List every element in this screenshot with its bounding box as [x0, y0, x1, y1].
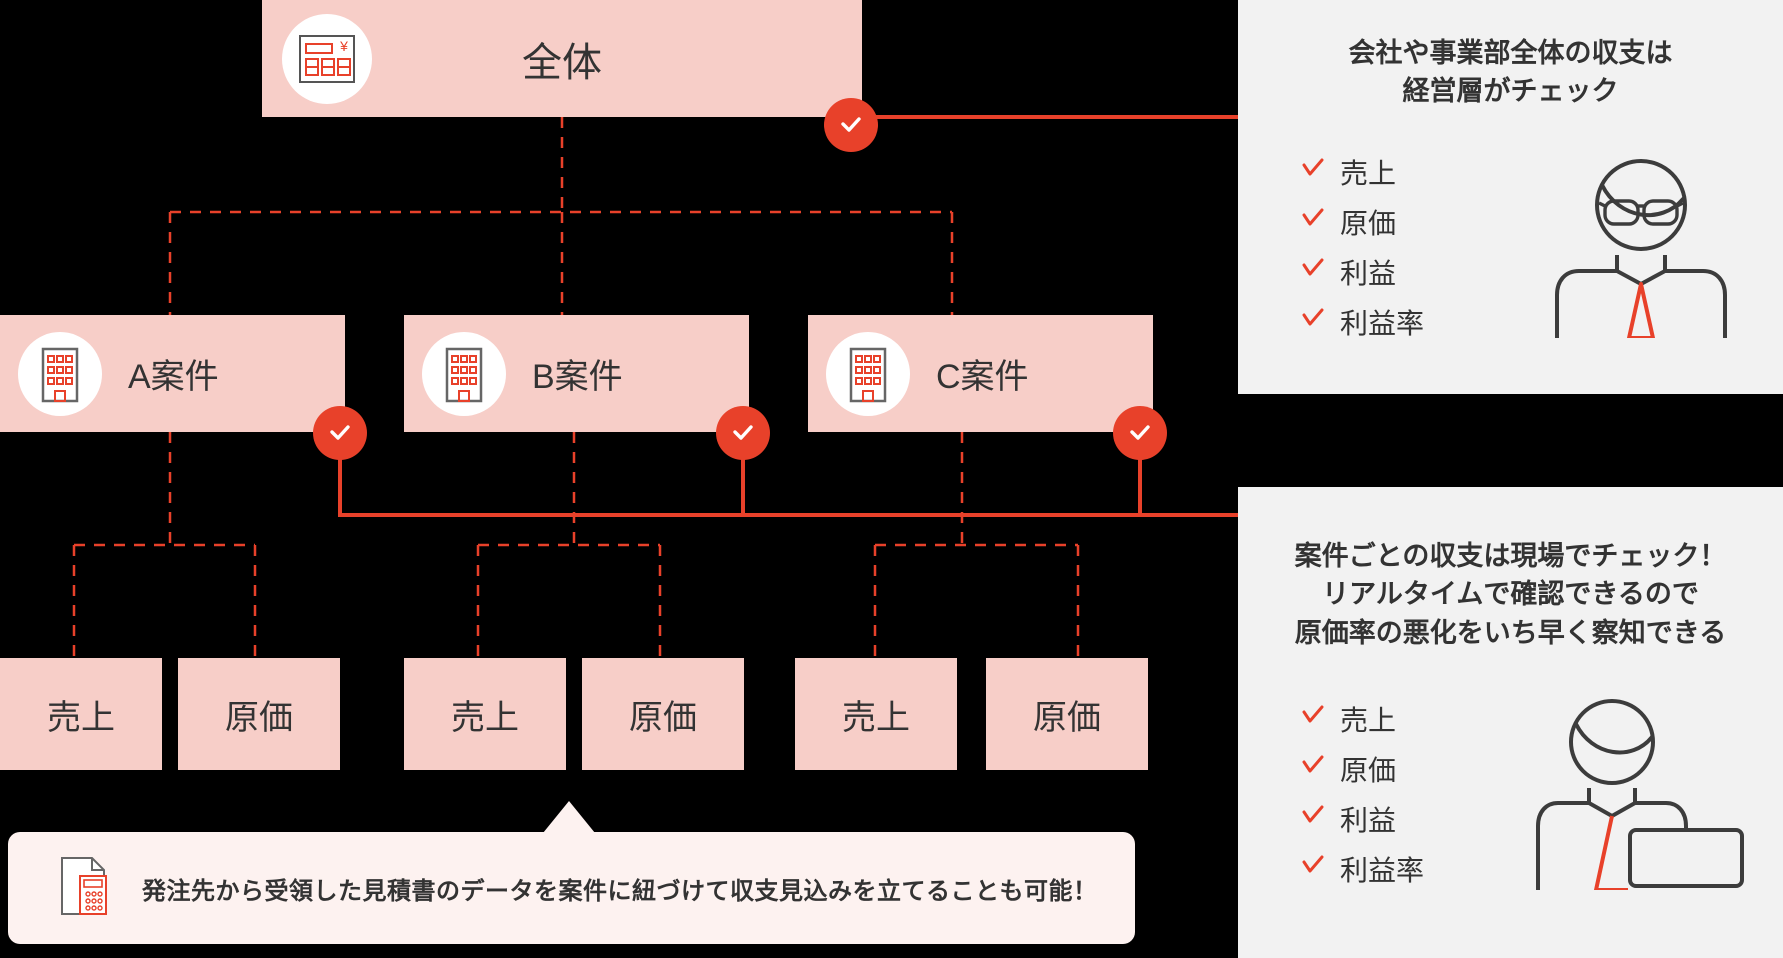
node-case-c-label: C案件: [936, 358, 1029, 396]
node-overall[interactable]: ¥ 全体: [262, 0, 862, 117]
check-badge-case-b[interactable]: [716, 406, 770, 460]
panel-executive-heading: 会社や事業部全体の収支は 経営層がチェック: [1238, 34, 1783, 111]
list-item: 利益率: [1300, 297, 1424, 347]
panel-field-body: 売上 原価 利益 利益: [1238, 690, 1783, 895]
list-item-label: 原価: [1340, 754, 1397, 786]
node-case-c[interactable]: C案件: [808, 315, 1153, 432]
panel-field: 案件ごとの収支は現場でチェック！ リアルタイムで確認できるので 原価率の悪化をい…: [1238, 487, 1783, 958]
check-badge-case-a[interactable]: [313, 406, 367, 460]
node-leaf-label: 原価: [629, 698, 697, 737]
check-icon: [1300, 255, 1326, 288]
list-item-label: 利益率: [1340, 854, 1425, 886]
node-case-b-label: B案件: [532, 358, 623, 396]
panel-field-heading-line1: 案件ごとの収支は現場でチェック！: [1294, 541, 1727, 571]
panel-executive-heading-line2: 経営層がチェック: [1402, 76, 1619, 107]
estimate-callout: 発注先から受領した見積書のデータを案件に紐づけて収支見込みを立てることも可能！: [8, 832, 1135, 944]
node-leaf-cost-b[interactable]: 原価: [582, 658, 744, 770]
check-badge-root[interactable]: [824, 98, 878, 152]
node-leaf-sales-a[interactable]: 売上: [0, 658, 162, 770]
worker-laptop-person-icon: [1534, 690, 1749, 895]
node-case-a[interactable]: A案件: [0, 315, 345, 432]
node-leaf-label: 原価: [225, 698, 293, 737]
check-icon: [1300, 305, 1326, 338]
check-icon: [1300, 205, 1326, 238]
node-leaf-cost-c[interactable]: 原価: [986, 658, 1148, 770]
panel-executive: 会社や事業部全体の収支は 経営層がチェック 売上 原価: [1238, 0, 1783, 394]
callout-arrow: [543, 801, 595, 833]
list-item: 売上: [1300, 147, 1424, 197]
panel-executive-heading-line1: 会社や事業部全体の収支は: [1348, 38, 1673, 68]
check-icon: [1300, 702, 1326, 735]
building-icon: [826, 331, 910, 416]
list-item: 原価: [1300, 744, 1424, 794]
building-icon: [18, 331, 102, 416]
quote-document-icon: [54, 854, 114, 923]
ledger-yen-icon: ¥: [282, 14, 372, 104]
executive-check-list: 売上 原価 利益 利益: [1300, 147, 1424, 347]
panel-executive-body: 売上 原価 利益 利益: [1238, 143, 1783, 347]
callout-text: 発注先から受領した見積書のデータを案件に紐づけて収支見込みを立てることも可能！: [142, 877, 1098, 905]
field-check-list: 売上 原価 利益 利益: [1300, 694, 1424, 894]
list-item: 利益率: [1300, 844, 1424, 894]
list-item: 利益: [1300, 247, 1424, 297]
list-item-label: 利益: [1340, 257, 1397, 289]
list-item-label: 売上: [1340, 157, 1397, 189]
node-overall-label: 全体: [522, 40, 602, 85]
list-item: 原価: [1300, 197, 1424, 247]
node-leaf-label: 原価: [1033, 698, 1101, 737]
list-item-label: 利益: [1340, 804, 1397, 836]
check-badge-case-c[interactable]: [1113, 406, 1167, 460]
panel-field-heading-line3: 原価率の悪化をいち早く察知できる: [1294, 617, 1727, 648]
list-item-label: 利益率: [1340, 307, 1425, 339]
node-leaf-label: 売上: [47, 698, 115, 737]
list-item-label: 原価: [1340, 207, 1397, 239]
node-leaf-label: 売上: [451, 698, 519, 737]
node-leaf-cost-a[interactable]: 原価: [178, 658, 340, 770]
check-icon: [1300, 852, 1326, 885]
building-icon: [422, 331, 506, 416]
check-icon: [1130, 425, 1150, 440]
node-leaf-label: 売上: [842, 698, 910, 737]
check-icon: [841, 117, 861, 132]
panel-field-heading-line2: リアルタイムで確認できるので: [1322, 579, 1699, 610]
check-icon: [1300, 802, 1326, 835]
check-icon: [330, 425, 350, 440]
panel-field-heading: 案件ごとの収支は現場でチェック！ リアルタイムで確認できるので 原価率の悪化をい…: [1238, 537, 1783, 652]
svg-text:¥: ¥: [339, 38, 348, 54]
list-item: 売上: [1300, 694, 1424, 744]
org-hierarchy-diagram: ¥ 全体: [0, 0, 1238, 944]
list-item-label: 売上: [1340, 704, 1397, 736]
check-icon: [1300, 752, 1326, 785]
node-case-b[interactable]: B案件: [404, 315, 749, 432]
check-icon: [733, 425, 753, 440]
node-case-a-label: A案件: [128, 358, 219, 396]
node-leaf-sales-c[interactable]: 売上: [795, 658, 957, 770]
executive-person-icon: [1549, 143, 1749, 343]
check-icon: [1300, 155, 1326, 188]
connector-lines: [72, 115, 1238, 658]
node-leaf-sales-b[interactable]: 売上: [404, 658, 566, 770]
list-item: 利益: [1300, 794, 1424, 844]
